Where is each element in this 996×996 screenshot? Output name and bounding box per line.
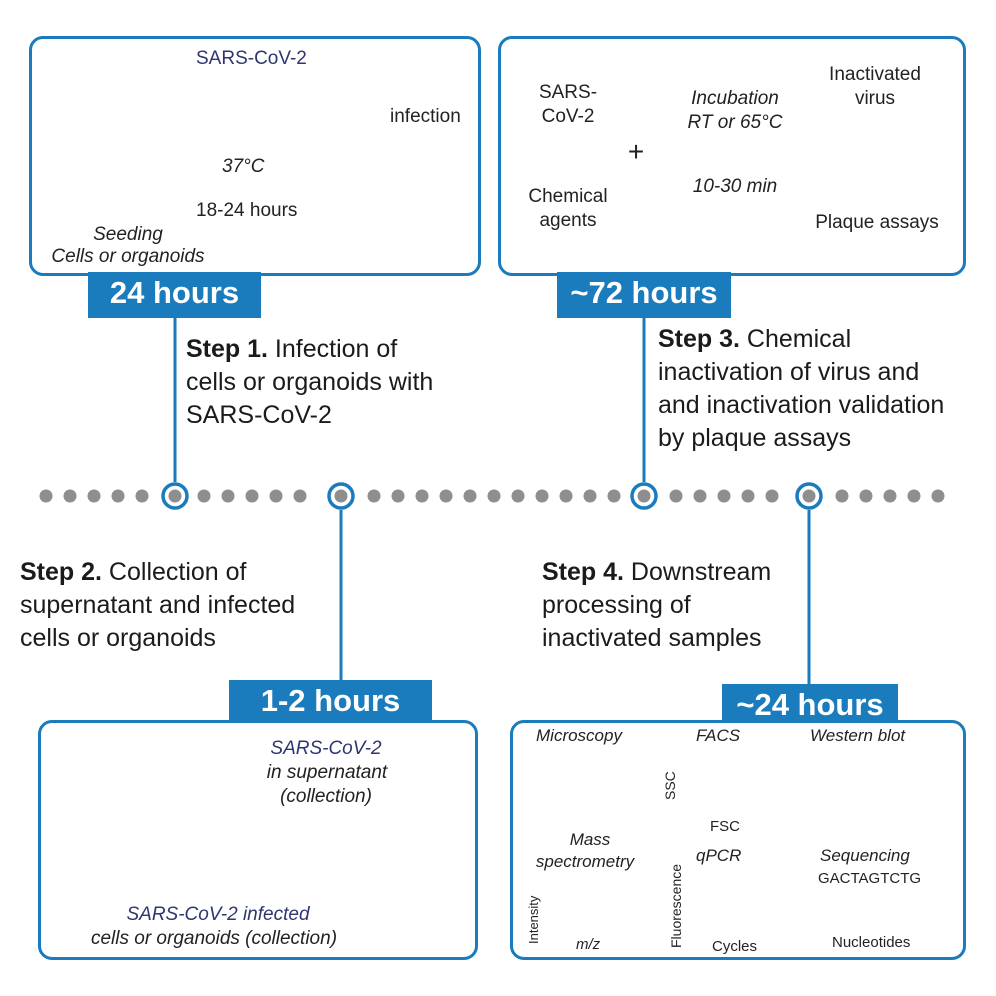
chemical-label-2: agents [539,210,597,231]
duration-badge-24h: 24 hours [88,272,261,318]
incubation-conditions: RT or 65°C [687,112,783,133]
mass-label-2: spectrometry [535,852,635,871]
cells-label: Cells or organoids [51,246,205,267]
inactivated-label-2: virus [854,88,896,109]
cycles-label: Cycles [712,938,758,955]
in-supernatant-label: in supernatant [266,762,388,783]
chemical-label-1: Chemical [528,186,608,207]
panel-step3-inactivation [498,36,966,276]
virus-label: SARS-CoV-2 [196,48,307,69]
plaque-assays-label: Plaque assays [815,212,939,233]
step4-description: Step 4. Downstream processing of inactiv… [542,558,772,652]
step3-title: Step 3. [658,325,740,353]
duration-label: 18-24 hours [196,200,298,221]
tube-virus-label-2: CoV-2 [541,106,595,127]
duration-badge-1-2h: 1-2 hours [229,680,432,726]
microscopy-label: Microscopy [536,726,622,745]
duration-badge-72h: ~72 hours [557,272,731,318]
step4-title: Step 4. [542,558,624,586]
facs-fsc-label: FSC [710,818,740,835]
western-blot-label: Western blot [810,726,906,745]
panel-step2-collection [38,720,478,960]
sequencing-label: Sequencing [820,846,910,865]
step1-description: Step 1. Infection of cells or organoids … [186,335,434,429]
facs-ssc-label: SSC [662,771,678,800]
tube-virus-label-1: SARS- [538,82,598,103]
incubation-time: 10-30 min [692,176,778,197]
step3-description: Step 3. Chemical inactivation of virus a… [658,325,945,452]
panel-step1-infection [29,36,481,276]
mz-label: m/z [576,936,601,953]
step2-description: Step 2. Collection of supernatant and in… [20,558,296,652]
step1-title: Step 1. [186,335,268,363]
panel-step4-downstream [510,720,966,960]
plus-sign: + [627,136,645,167]
inactivated-label-1: Inactivated [829,64,921,85]
facs-label: FACS [696,726,741,745]
step2-title: Step 2. [20,558,102,586]
infection-label: infection [390,106,461,127]
sequence-label: GACTAGTCTG [818,870,922,887]
temperature-label: 37°C [222,156,265,177]
infected-cells-label: SARS-CoV-2 infected [126,904,310,925]
seeding-label: Seeding [93,224,163,245]
supernatant-collection-label: (collection) [280,786,372,807]
supernatant-virus-label: SARS-CoV-2 [270,738,382,759]
incubation-label: Incubation [691,88,779,109]
connectors [161,318,823,684]
infected-cells-collection-label: cells or organoids (collection) [90,928,338,949]
nucleotides-label: Nucleotides [832,934,911,951]
intensity-label: Intensity [526,895,541,944]
qpcr-label: qPCR [696,846,742,865]
fluorescence-label: Fluorescence [668,863,684,948]
mass-label-1: Mass [569,830,611,849]
